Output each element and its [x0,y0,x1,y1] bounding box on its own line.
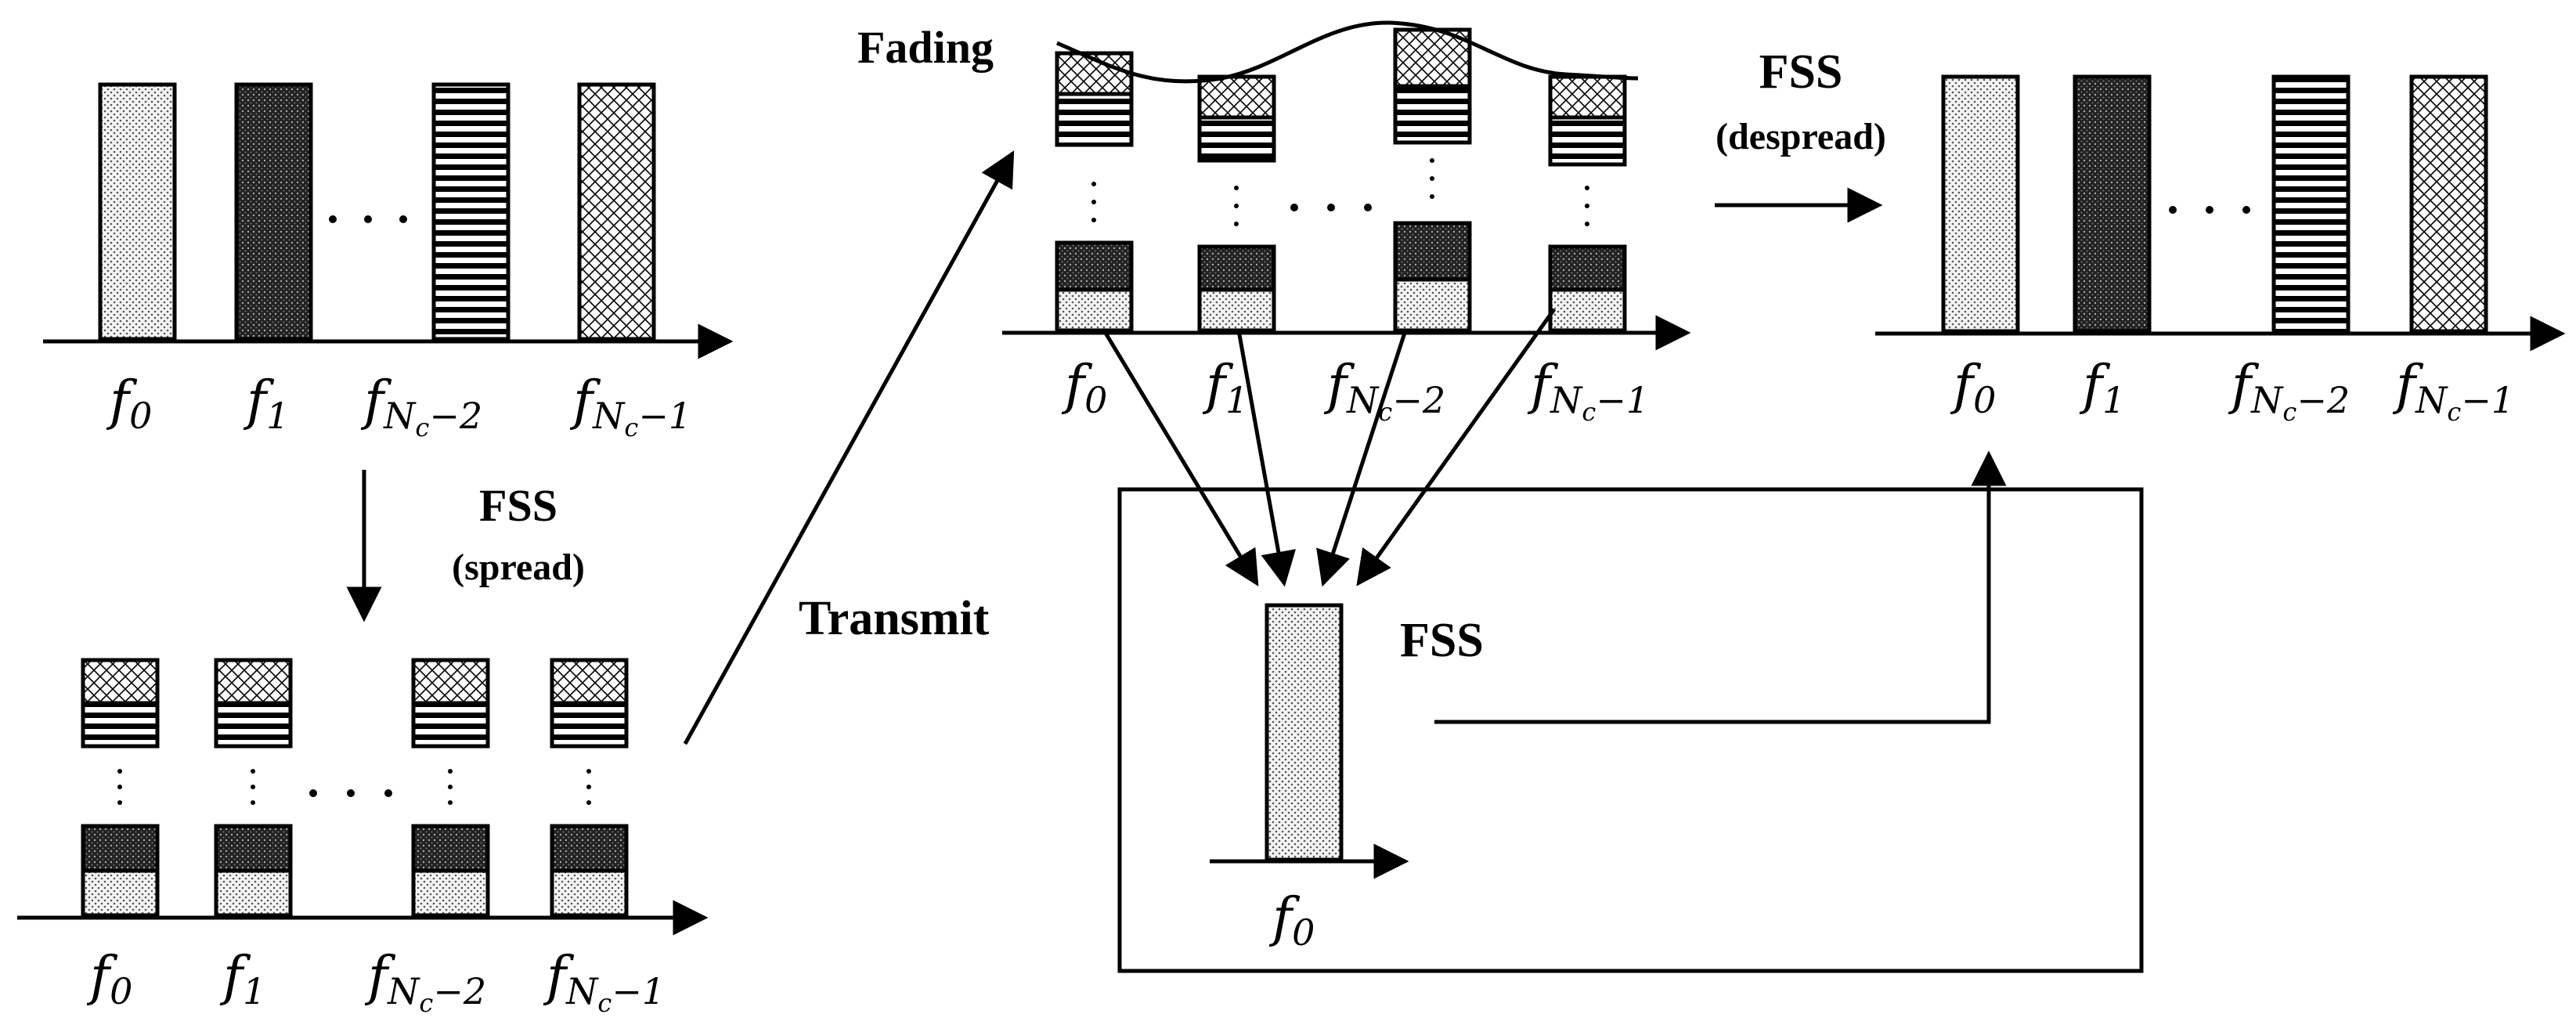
svg-text:fNc−1: fNc−1 [543,946,665,1018]
svg-text:fNc−2: fNc−2 [360,370,482,442]
freq-labels-fading: f0 f1 fNc−2 fNc−1 [1061,355,1649,427]
panel-spread [17,658,709,936]
freq-labels-spread: f0 f1 fNc−2 fNc−1 [86,946,665,1018]
svg-text:fNc−2: fNc−2 [364,946,486,1018]
combine-arrow-f1 [1236,330,1296,587]
bar-fn2 [2271,74,2351,334]
fading-curve [1056,20,1639,84]
svg-text:fNc−1: fNc−1 [2392,355,2514,427]
fss-frame [1117,487,2144,973]
transmit-label: Transmit [799,592,990,645]
combine-arrow-fn2 [1316,330,1408,587]
svg-text:f1: f1 [243,370,289,437]
combine-arrow-fn1 [1356,308,1557,586]
bar-fn1 [577,82,656,341]
bar-f0 [1941,74,2020,334]
svg-text:f1: f1 [1202,355,1248,421]
svg-text:f0: f0 [106,370,152,437]
svg-text:f0: f0 [1950,355,1996,421]
bar-f1 [234,82,313,341]
fss-box-label: FSS [1400,614,1484,667]
ellipsis-dots [329,215,407,223]
svg-text:fNc−1: fNc−1 [1527,355,1649,427]
transmit-arrow [683,150,1015,745]
spread-title: FSS [479,480,557,531]
freq-label-box-f0: f0 [1268,887,1315,954]
freq-labels-original: f0 f1 fNc−2 fNc−1 [106,370,691,442]
ellipsis-dots [309,789,392,797]
svg-text:f0: f0 [86,946,132,1012]
output-arrow [1434,450,2007,724]
svg-text:fNc−2: fNc−2 [2228,355,2350,427]
spread-subtitle: (spread) [452,547,585,588]
vertical-ellipsis [117,769,591,805]
combine-arrow-f0 [1102,329,1259,586]
bar-fn2 [431,82,511,341]
vertical-ellipsis [1091,158,1589,226]
bar-f1 [2073,74,2152,334]
fading-label: Fading [857,22,994,73]
despread-title: FSS [1759,45,1843,99]
bar-fn1 [2409,74,2488,334]
panel-despread [1875,74,2566,352]
svg-text:f1: f1 [2079,355,2125,421]
svg-text:fNc−1: fNc−1 [569,370,691,442]
svg-text:f1: f1 [219,946,265,1012]
freq-labels-despread: f0 f1 fNc−2 fNc−1 [1950,355,2514,427]
arrows [346,150,2007,745]
ellipsis-dots [1290,204,1372,211]
svg-text:f0: f0 [1061,355,1107,421]
combined-bar-f0 [1265,603,1344,862]
despread-subtitle: (despread) [1716,116,1886,157]
panel-fading [1002,20,1691,351]
ellipsis-dots [2169,206,2250,214]
bar-f0 [98,82,177,341]
panel-original [43,82,734,359]
panel-fss-box [1117,487,2144,973]
